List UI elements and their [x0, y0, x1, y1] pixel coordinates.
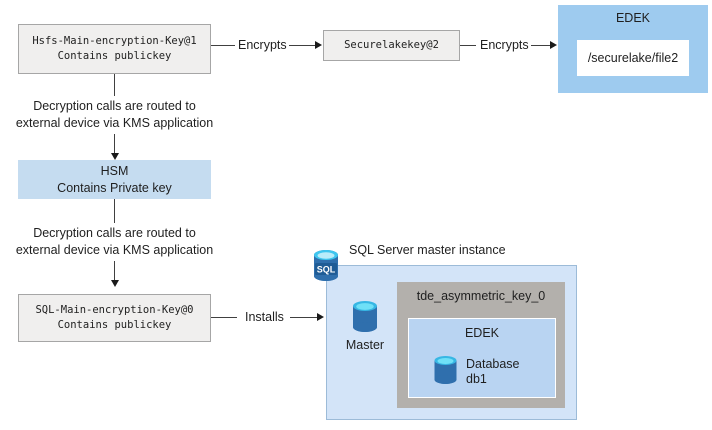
connector-note1-to-hsm: [114, 134, 115, 154]
edek-securelake-file-label: /securelake/file2: [587, 51, 679, 65]
arrowhead-to-hsm-icon: [111, 153, 119, 160]
edek-database-title: EDEK: [464, 326, 500, 340]
node-sql-key-line1: SQL-Main-encryption-Key@0: [35, 304, 194, 316]
node-edek-securelake[interactable]: EDEK /securelake/file2: [558, 5, 708, 93]
edge-label-encrypts-2: Encrypts: [480, 38, 529, 52]
connector-encrypts2-to-edek: [531, 45, 550, 46]
sql-panel-title: SQL Server master instance: [349, 243, 506, 257]
connector-hdfs-to-encrypts1: [211, 45, 235, 46]
db1-database-icon: [432, 355, 459, 386]
node-hdfs-key-line2: Contains publickey: [57, 50, 172, 62]
edek-securelake-file-box: /securelake/file2: [577, 40, 689, 76]
edge-note-2: Decryption calls are routed to external …: [0, 225, 229, 259]
node-edek-database[interactable]: EDEK: [408, 318, 556, 398]
edge-label-installs: Installs: [245, 310, 284, 324]
db1-label-line1: Database: [466, 357, 520, 371]
svg-text:SQL: SQL: [317, 265, 336, 275]
edge-note-1-line2: external device via KMS application: [15, 116, 214, 130]
connector-sqlkey-to-installs: [211, 317, 237, 318]
node-hdfs-key-line1: Hsfs-Main-encryption-Key@1: [32, 35, 197, 47]
node-securelakekey-line1: Securelakekey@2: [344, 39, 439, 51]
node-hsm[interactable]: HSM Contains Private key: [18, 160, 211, 199]
edge-note-2-line1: Decryption calls are routed to: [33, 226, 196, 240]
master-database-label: Master: [345, 338, 385, 352]
node-hsm-line1: HSM: [100, 163, 129, 178]
node-sql-key-line2: Contains publickey: [57, 319, 172, 331]
db1-database-label: Database db1: [466, 357, 520, 387]
node-hdfs-main-encryption-key[interactable]: Hsfs-Main-encryption-Key@1 Contains publ…: [18, 24, 211, 74]
connector-note2-to-sqlkey: [114, 261, 115, 281]
edge-note-2-line2: external device via KMS application: [15, 243, 214, 257]
db1-label-line2: db1: [466, 372, 487, 386]
arrowhead-to-sqlkey-icon: [111, 280, 119, 287]
arrowhead-to-edek-icon: [550, 41, 557, 49]
sql-server-icon: SQL: [310, 249, 342, 283]
connector-installs-to-sqlpanel: [290, 317, 317, 318]
connector-encrypts1-to-securelakekey: [289, 45, 315, 46]
edge-note-1: Decryption calls are routed to external …: [0, 98, 229, 132]
master-database-icon: [350, 300, 380, 334]
node-sql-main-encryption-key[interactable]: SQL-Main-encryption-Key@0 Contains publi…: [18, 294, 211, 342]
edge-label-encrypts-1: Encrypts: [238, 38, 287, 52]
tde-asymmetric-key-title: tde_asymmetric_key_0: [416, 289, 546, 303]
edek-securelake-title: EDEK: [615, 11, 651, 25]
node-hsm-line2: Contains Private key: [57, 180, 172, 195]
edge-note-1-line1: Decryption calls are routed to: [33, 99, 196, 113]
connector-hsm-to-note2: [114, 199, 115, 223]
arrowhead-to-securelakekey-icon: [315, 41, 322, 49]
node-securelakekey[interactable]: Securelakekey@2: [323, 30, 460, 61]
arrowhead-to-sql-panel-icon: [317, 313, 324, 321]
connector-securelakekey-to-encrypts2: [460, 45, 476, 46]
connector-hdfs-to-note1: [114, 74, 115, 96]
